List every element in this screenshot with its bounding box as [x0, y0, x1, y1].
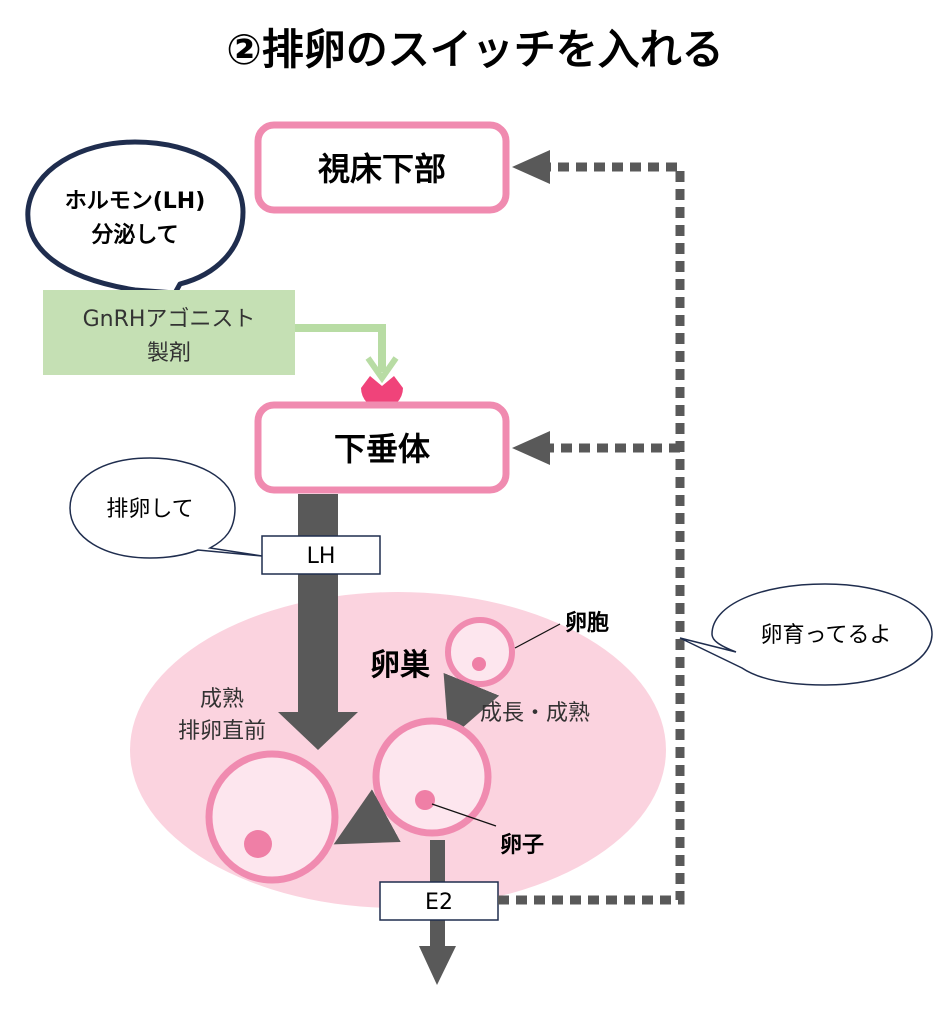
receptor-shape: [361, 376, 403, 409]
ovulate-speech-bubble: [69, 457, 263, 559]
e2-arrow-shaft-top: [430, 840, 445, 882]
growth-arrow: [443, 672, 500, 740]
lh-label: LH: [307, 544, 336, 569]
agonist-line2: 製剤: [147, 341, 191, 366]
pituitary-box: [254, 401, 510, 494]
agonist-arrowhead: [365, 356, 399, 384]
hypothalamus-feedback-arrowhead: [512, 150, 550, 184]
ovary-label: 卵巣: [370, 648, 430, 683]
lh-arrow-head: [278, 712, 358, 750]
ovulate-bubble-text: 排卵して: [106, 497, 193, 522]
growing-bubble-text: 卵育ってるよ: [761, 623, 892, 648]
e2-label: E2: [425, 890, 453, 915]
feedback-lines: [498, 162, 685, 905]
hypothalamus-label: 視床下部: [318, 150, 446, 188]
small-egg: [472, 657, 486, 671]
large-egg: [244, 830, 272, 858]
growing-speech-bubble: [679, 583, 933, 686]
hormone-bubble-line1: ホルモン(LH): [65, 189, 206, 214]
egg-label: 卵子: [500, 833, 544, 858]
small-follicle: [445, 617, 515, 687]
e2-arrow-head: [419, 946, 456, 985]
hormone-bubble-line2: 分泌して: [91, 222, 178, 248]
pituitary-label: 下垂体: [334, 430, 430, 468]
growth-label: 成長・成熟: [480, 701, 590, 726]
agonist-box: [43, 290, 295, 375]
agonist-line1: GnRHアゴニスト: [83, 307, 256, 332]
lh-label-box: [261, 535, 381, 575]
medium-egg: [415, 790, 435, 810]
e2-arrow-shaft-bottom: [430, 920, 445, 948]
egg-pointer-line: [431, 803, 497, 827]
medium-follicle: [372, 717, 492, 837]
hormone-speech-bubble: [25, 139, 246, 296]
maturation-arrow: [333, 789, 401, 845]
page-title: ②排卵のスイッチを入れる: [226, 25, 724, 74]
follicle-label: 卵胞: [565, 610, 609, 636]
large-follicle: [205, 750, 339, 884]
follicle-pointer-line: [514, 623, 561, 649]
agonist-connector: [295, 324, 386, 372]
feedback-to-hypothalamus: [498, 162, 685, 905]
hypothalamus-box: [254, 121, 510, 214]
mature-label-line1: 成熟: [200, 687, 244, 712]
lh-arrow-shaft: [298, 494, 338, 714]
mature-label-line2: 排卵直前: [178, 719, 266, 744]
pituitary-feedback-arrowhead: [512, 431, 550, 465]
